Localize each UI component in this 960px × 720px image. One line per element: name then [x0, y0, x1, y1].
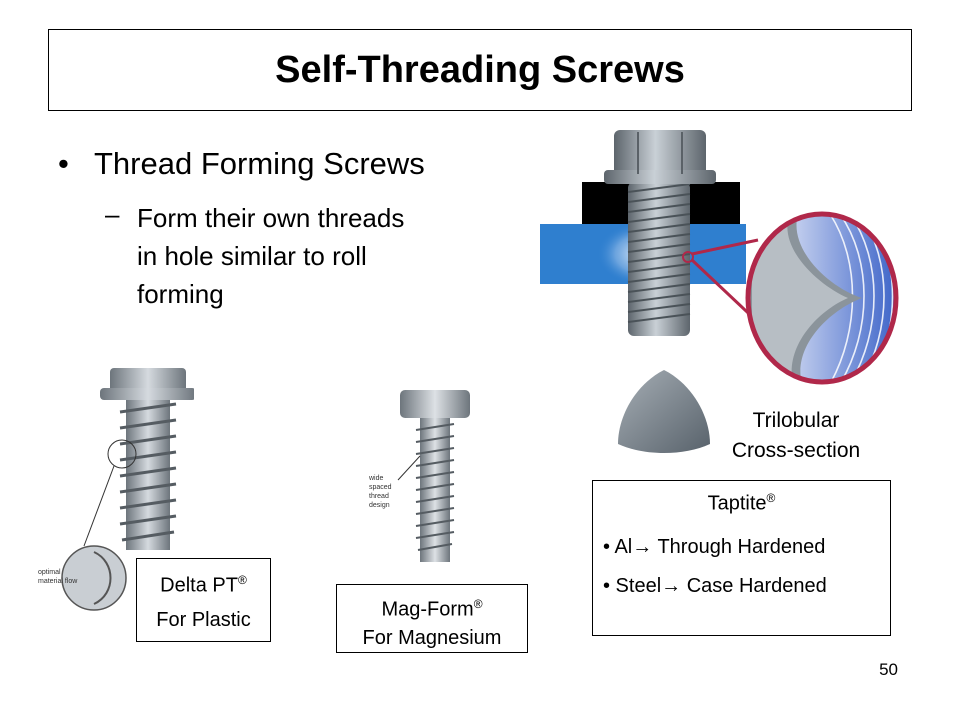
- delta-callout-line1: optimal: [38, 569, 61, 576]
- sub-line: Form their own threads: [137, 203, 405, 233]
- thread-forming-illustration: [540, 130, 899, 385]
- taptite-item-1-suffix: Through Hardened: [652, 535, 826, 558]
- sub-bullet-text: Form their own threads in hole similar t…: [137, 199, 404, 313]
- magform-desc: For Magnesium: [362, 626, 502, 649]
- screw-flange: [604, 170, 716, 184]
- arrow-icon: →: [632, 535, 653, 558]
- trilobular-caption: Trilobular Cross-section: [722, 406, 870, 466]
- taptite-mark: ®: [766, 491, 776, 505]
- slide-title: Self-Threading Screws: [275, 48, 685, 91]
- magform-mark: ®: [473, 597, 483, 611]
- bullet-main: • Thread Forming Screws: [58, 146, 425, 182]
- trilobular-shape: [618, 370, 710, 453]
- delta-pt-screw: [61, 368, 194, 611]
- taptite-title: Taptite®: [593, 491, 890, 516]
- delta-name: Delta PT: [160, 574, 238, 597]
- bullet-text: Thread Forming Screws: [94, 146, 425, 181]
- magnified-lens: [748, 214, 896, 382]
- black-block-left: [582, 182, 632, 224]
- black-block-right: [688, 182, 740, 224]
- magform-note-line: design: [369, 502, 390, 509]
- magform-box: Mag-Form® For Magnesium: [336, 584, 528, 653]
- trilobular-caption-line1: Trilobular: [752, 409, 840, 432]
- taptite-name: Taptite: [707, 492, 767, 515]
- taptite-item-2-prefix: • Steel: [603, 574, 662, 597]
- taptite-item-2-suffix: Case Hardened: [681, 574, 827, 597]
- delta-callout: optimal material flow: [38, 568, 77, 586]
- magform-name: Mag-Form: [381, 598, 474, 621]
- sub-bullet-dash: –: [105, 199, 120, 229]
- sub-line: in hole similar to roll: [137, 241, 367, 271]
- delta-title: Delta PT®: [137, 565, 270, 601]
- magform-note: wide spaced thread design: [369, 474, 392, 510]
- page-number: 50: [879, 660, 898, 679]
- taptite-item-1: • Al→ Through Hardened: [603, 536, 890, 559]
- delta-desc: For Plastic: [156, 608, 251, 631]
- bullet-marker: •: [58, 146, 69, 181]
- magform-note-line: spaced: [369, 484, 392, 491]
- delta-box: Delta PT® For Plastic: [136, 558, 271, 642]
- delta-callout-line2: material flow: [38, 578, 78, 585]
- magform-note-line: wide: [369, 475, 384, 482]
- zoom-marker: [682, 251, 694, 263]
- screw-head: [614, 130, 706, 176]
- arrow-icon: →: [661, 574, 682, 597]
- taptite-box: Taptite® • Al→ Through Hardened • Steel→…: [592, 480, 891, 636]
- magform-note-line: thread: [369, 493, 389, 500]
- sub-line: forming: [137, 279, 224, 309]
- taptite-item-2: • Steel→ Case Hardened: [603, 575, 890, 598]
- delta-mark: ®: [237, 573, 247, 587]
- title-box: Self-Threading Screws: [48, 29, 912, 111]
- trilobular-caption-line2: Cross-section: [731, 439, 861, 462]
- mag-form-screw: [397, 390, 470, 562]
- taptite-item-1-prefix: • Al: [603, 535, 633, 558]
- magform-title: Mag-Form®: [337, 590, 527, 624]
